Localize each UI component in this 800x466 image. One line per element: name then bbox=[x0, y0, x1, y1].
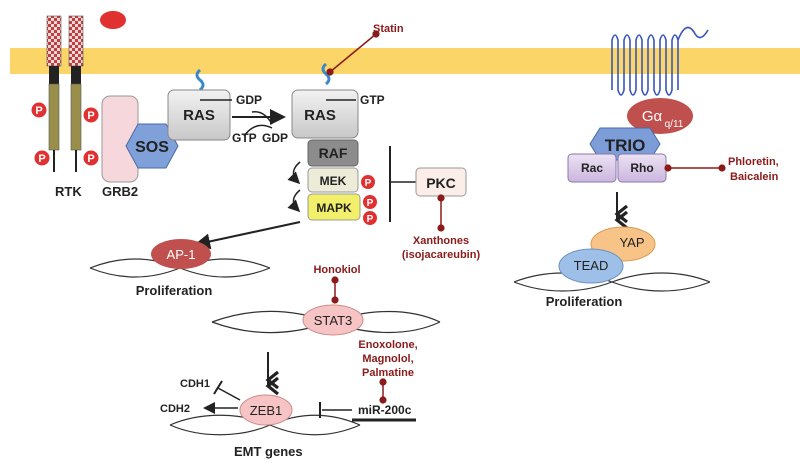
zeb1-label: ZEB1 bbox=[250, 403, 283, 418]
proliferation-left-label: Proliferation bbox=[136, 283, 213, 298]
zeb1-ellipse bbox=[239, 394, 293, 426]
gdp-mid-label: GDP bbox=[262, 131, 288, 145]
proliferation-right-label: Proliferation bbox=[546, 294, 623, 309]
mek-label: MEK bbox=[320, 174, 347, 188]
ap1-ellipse bbox=[151, 239, 211, 269]
mapk-phosphate-badges: P P P bbox=[361, 175, 377, 225]
mapk-box bbox=[307, 193, 361, 221]
svg-text:P: P bbox=[87, 153, 94, 165]
tead-label: TEAD bbox=[574, 258, 609, 273]
pkc-label: PKC bbox=[426, 175, 456, 191]
emt-genes-label: EMT genes bbox=[234, 444, 303, 459]
svg-text:P: P bbox=[87, 110, 94, 122]
svg-text:P: P bbox=[38, 153, 45, 165]
ap1-label: AP-1 bbox=[167, 247, 196, 262]
gtp-left-label: GTP bbox=[232, 131, 257, 145]
baicalein-label: Baicalein bbox=[730, 171, 779, 183]
mapk-to-ap1-arrow bbox=[194, 221, 301, 250]
mapk-label: MAPK bbox=[316, 201, 352, 215]
raf-label: RAF bbox=[319, 145, 348, 161]
statin-inhibition-line bbox=[326, 30, 380, 76]
galpha-sub-label: q/11 bbox=[665, 119, 684, 130]
grb2-label: GRB2 bbox=[102, 184, 138, 199]
raf-box bbox=[307, 139, 359, 167]
mir200c-label: miR-200c bbox=[358, 403, 412, 417]
ras-right-box bbox=[291, 89, 359, 139]
ligand-ellipse bbox=[100, 11, 126, 29]
phloretin-label: Phloretin, bbox=[728, 156, 779, 168]
zeb1-inhibits-cdh1 bbox=[217, 387, 241, 401]
magnolol-label: Magnolol, bbox=[362, 353, 413, 365]
galpha-label: Gα bbox=[642, 108, 663, 125]
yap-label: YAP bbox=[619, 235, 644, 250]
sos-hexagon bbox=[125, 123, 179, 169]
xanthones-label: Xanthones bbox=[413, 235, 469, 247]
cdh1-label: CDH1 bbox=[180, 378, 210, 390]
svg-text:P: P bbox=[35, 105, 42, 117]
gpcr-receptor bbox=[611, 26, 709, 96]
svg-text:P: P bbox=[367, 198, 374, 209]
raf-to-mek-arrow bbox=[287, 161, 301, 185]
isojacareubin-label: (isojacareubin) bbox=[402, 249, 481, 261]
svg-text:P: P bbox=[367, 214, 374, 225]
trio-label: TRIO bbox=[605, 136, 646, 155]
rho-label: Rho bbox=[630, 161, 653, 175]
stat3-label: STAT3 bbox=[314, 313, 353, 328]
mek-to-mapk-arrow bbox=[287, 189, 301, 213]
tead-ellipse bbox=[558, 248, 624, 284]
honokiol-label: Honokiol bbox=[313, 264, 360, 276]
enoxolone-label: Enoxolone, bbox=[358, 339, 417, 351]
rac-box bbox=[567, 153, 617, 183]
cdh2-label: CDH2 bbox=[160, 403, 190, 415]
gtp-right-label: GTP bbox=[360, 93, 385, 107]
mek-box bbox=[307, 167, 359, 193]
ras-right-anchor bbox=[321, 62, 331, 86]
rtk-phosphate-badges: P P P P bbox=[30, 101, 100, 167]
cell-membrane bbox=[10, 48, 800, 74]
gtp-in-arrow bbox=[243, 124, 273, 137]
rtk-receptor bbox=[46, 15, 84, 172]
svg-text:P: P bbox=[365, 178, 372, 189]
ras-left-label: RAS bbox=[183, 107, 215, 124]
sos-label: SOS bbox=[135, 139, 169, 156]
palmatine-label: Palmatine bbox=[362, 367, 414, 379]
galpha-ellipse bbox=[627, 98, 693, 134]
gdp-out-arrow bbox=[251, 111, 273, 125]
ras-left-box bbox=[167, 89, 231, 141]
ras-right-label: RAS bbox=[304, 107, 336, 124]
statin-label: Statin bbox=[373, 23, 404, 35]
stat3-ellipse bbox=[302, 304, 364, 336]
rac-label: Rac bbox=[581, 161, 603, 175]
gdp-left-label: GDP bbox=[236, 93, 262, 107]
ras-left-anchor bbox=[195, 68, 205, 92]
rtk-label: RTK bbox=[55, 184, 82, 199]
